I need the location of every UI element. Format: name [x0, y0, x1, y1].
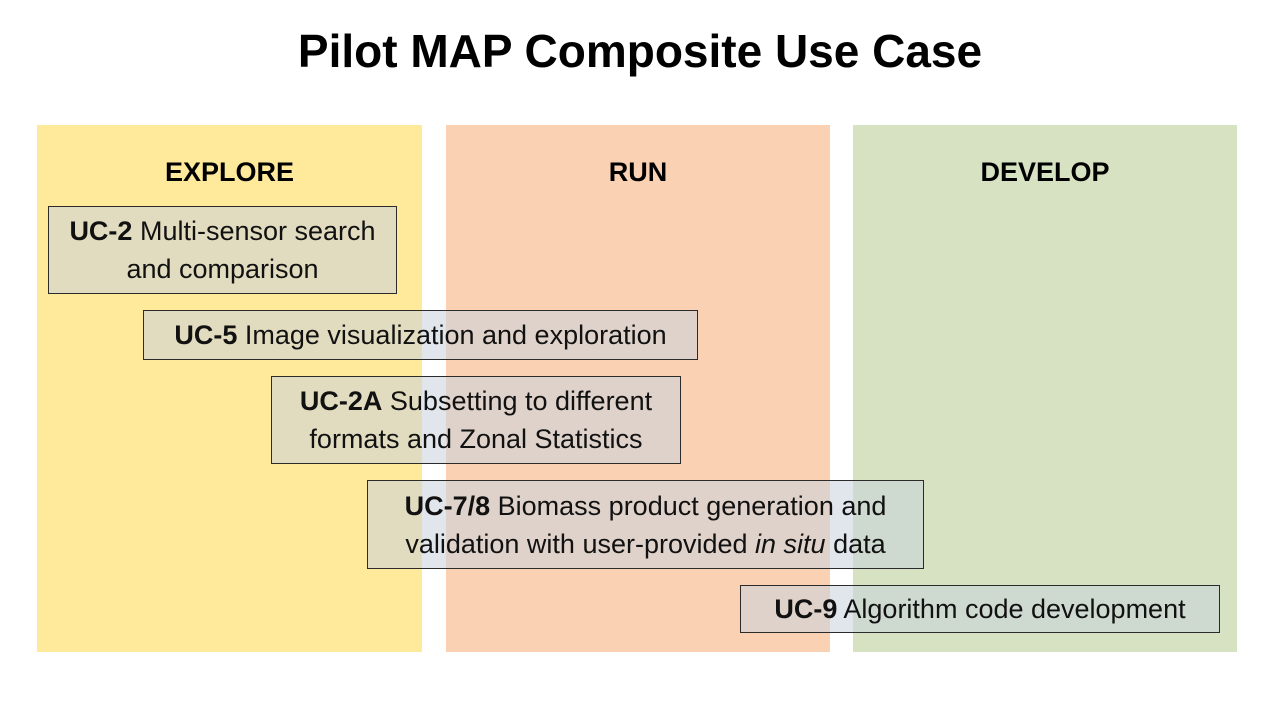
column-header-develop: DEVELOP: [980, 157, 1110, 187]
use-case-id: UC-7/8: [404, 490, 491, 521]
use-case-uc-7-8: UC-7/8 Biomass product generation and va…: [367, 480, 924, 569]
column-header-run: RUN: [608, 157, 668, 187]
use-case-uc-9: UC-9 Algorithm code development: [740, 585, 1220, 633]
use-case-id: UC-2A: [299, 386, 383, 416]
use-case-description: Multi-sensor search and comparison: [126, 216, 376, 284]
use-case-description: Subsetting to different formats and Zona…: [309, 386, 653, 454]
use-case-text: UC-2 Multi-sensor search and comparison: [57, 212, 388, 288]
use-case-description: Biomass product generation and validatio…: [405, 490, 887, 559]
slide-title: Pilot MAP Composite Use Case: [297, 25, 983, 77]
use-case-uc-2a: UC-2A Subsetting to different formats an…: [271, 376, 681, 464]
column-header-explore: EXPLORE: [164, 157, 295, 187]
use-case-description: Algorithm code development: [837, 594, 1186, 624]
use-case-text: UC-7/8 Biomass product generation and va…: [376, 487, 915, 563]
use-case-id: UC-5: [174, 320, 238, 350]
use-case-text: UC-2A Subsetting to different formats an…: [280, 382, 672, 458]
use-case-id: UC-9: [774, 594, 838, 624]
use-case-description-end: data: [825, 528, 886, 559]
use-case-uc-5: UC-5 Image visualization and exploration: [143, 310, 698, 360]
use-case-text: UC-5 Image visualization and exploration: [174, 316, 666, 354]
use-case-id: UC-2: [69, 216, 133, 246]
column-develop: DEVELOP: [853, 125, 1237, 652]
use-case-italic-term: in situ: [755, 528, 826, 559]
use-case-description: Image visualization and exploration: [237, 320, 667, 350]
use-case-uc-2: UC-2 Multi-sensor search and comparison: [48, 206, 397, 294]
use-case-text: UC-9 Algorithm code development: [774, 590, 1185, 628]
